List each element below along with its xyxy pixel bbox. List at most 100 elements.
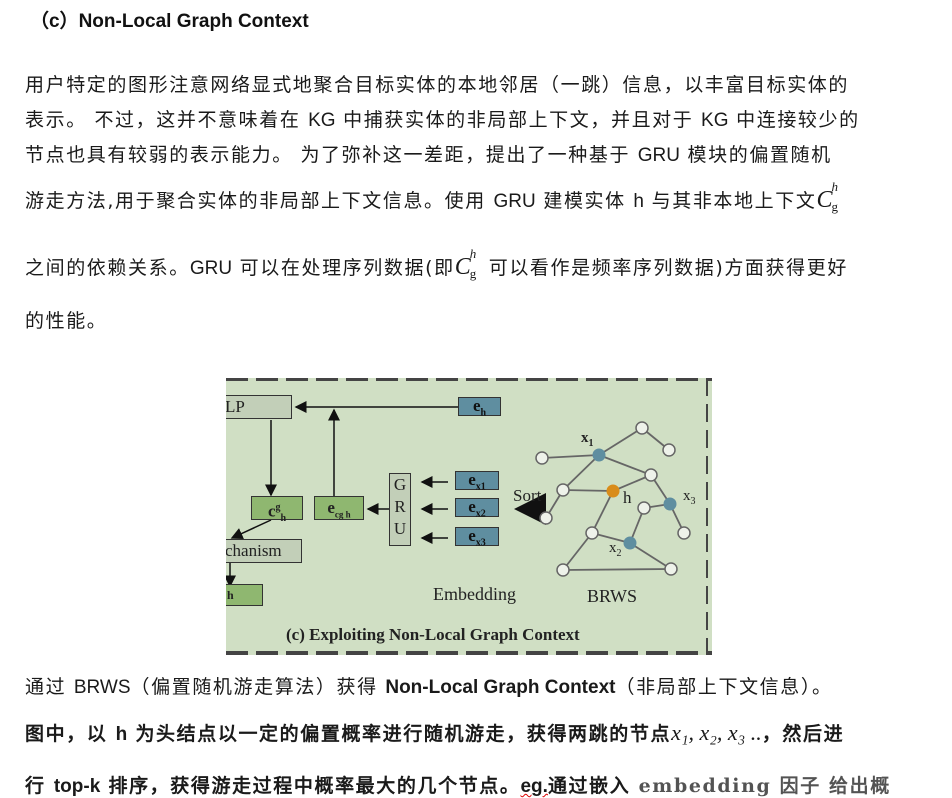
- e-label: e: [472, 396, 481, 415]
- paragraph-2-line-3: 行 top-k 排序，获得游走过程中概率最大的几个节点。eg.通过嵌入 embe…: [25, 771, 891, 798]
- x-sub: 2: [616, 548, 622, 559]
- gru-letter: R: [394, 497, 406, 516]
- text: 模块的偏置随机: [679, 144, 832, 166]
- text: 中连接较少的: [728, 109, 860, 131]
- sort-label: Sort: [513, 486, 542, 505]
- node-x3: [663, 497, 677, 511]
- text: 与其非本地上下文: [643, 190, 817, 212]
- text-kg: KG: [308, 110, 336, 131]
- attention-mechanism-box: chanism: [226, 539, 302, 563]
- e-label: e: [468, 497, 476, 516]
- x-sub: 1: [588, 438, 594, 449]
- figure-caption: (c) Exploiting Non-Local Graph Context: [286, 625, 580, 644]
- text-gru: GRU: [493, 191, 536, 212]
- paragraph-1-line-6: 的性能。: [25, 306, 107, 333]
- math-sub: g: [831, 199, 838, 214]
- gru-letter: G: [393, 475, 407, 494]
- node-label-h: h: [623, 488, 632, 507]
- figure-border-top: [226, 378, 712, 381]
- text-gru: GRU: [637, 145, 680, 166]
- node-label-x2: x2: [609, 540, 622, 559]
- paragraph-1-line-4: 游走方法,用于聚合实体的非局部上下文信息。使用 GRU 建模实体 h 与其非本地…: [25, 179, 838, 214]
- math-nodes: x₁, x₂, x₃ ..: [671, 720, 762, 745]
- x-label: x: [683, 488, 691, 504]
- output-label: h: [227, 588, 234, 602]
- text-brws: BRWS: [73, 677, 131, 698]
- figure-non-local-graph-context: LP cgh ecg h chanism h G R U eh ex1 ex2 …: [226, 378, 712, 655]
- text: 图中，以: [25, 723, 116, 745]
- text-bold: Non-Local Graph Context: [385, 677, 616, 698]
- text: 可以在处理序列数据(即: [232, 257, 455, 279]
- e-label: e: [327, 498, 335, 517]
- c-sup: g: [275, 502, 281, 513]
- node-x1: [592, 448, 606, 462]
- node-label-x1: x1: [581, 430, 594, 449]
- text: 用户特定的图形注意网络显式地聚合目标实体的本地邻居（一跳）信息，以丰富目标实体的: [25, 74, 850, 96]
- math-base: C: [816, 187, 833, 213]
- gru-letter: U: [393, 519, 407, 538]
- text: 通过嵌入: [547, 775, 639, 797]
- paragraph-1-line-1: 用户特定的图形注意网络显式地聚合目标实体的本地邻居（一跳）信息，以丰富目标实体的: [25, 70, 849, 97]
- paragraph-2-line-1: 通过 BRWS（偏置随机游走算法）获得 Non-Local Graph Cont…: [25, 672, 833, 699]
- node-x2: [623, 536, 637, 550]
- paragraph-1-line-3: 节点也具有较弱的表示能力。 为了弥补这一差距，提出了一种基于 GRU 模块的偏置…: [25, 140, 832, 167]
- x-label: x: [609, 540, 617, 556]
- e-h-box: eh: [458, 396, 501, 419]
- text: 为头结点以一定的偏置概率进行随机游走，获得两跳的节点: [127, 723, 672, 745]
- c-h-g-box: cgh: [251, 496, 303, 524]
- text: ，然后进: [761, 723, 845, 745]
- text: （非局部上下文信息）。: [615, 676, 833, 698]
- text-eg: eg.: [520, 776, 548, 797]
- e-x3-box: ex3: [455, 526, 499, 549]
- text: 排序，获得游走过程中概率最大的几个节点。: [100, 775, 521, 797]
- node-h: [606, 484, 620, 498]
- e-label: e: [468, 526, 476, 545]
- e-sub: x1: [475, 481, 486, 493]
- math-sup: h: [469, 246, 477, 261]
- embedding-label: Embedding: [433, 584, 516, 604]
- text: 中捕获实体的非局部上下文，并且对于: [335, 109, 702, 131]
- e-label: e: [468, 470, 476, 489]
- e-sub: cg h: [334, 509, 351, 520]
- e-x2-box: ex2: [455, 497, 499, 519]
- text: 可以看作是频率序列数据)方面获得更好: [488, 257, 848, 279]
- output-box: h: [226, 584, 263, 606]
- gru-box: G R U: [389, 473, 411, 546]
- section-heading: （c）Non-Local Graph Context: [30, 11, 309, 32]
- text: 表示。 不过，这并不意味着在: [25, 109, 309, 131]
- paragraph-1-line-2: 表示。 不过，这并不意味着在 KG 中捕获实体的非局部上下文，并且对于 KG 中…: [25, 105, 860, 132]
- text: 通过: [25, 676, 74, 698]
- c-label: c: [267, 501, 276, 521]
- e-cg-box: ecg h: [314, 496, 364, 520]
- mlp-label: LP: [226, 397, 245, 416]
- figure-border-bottom: [226, 651, 712, 655]
- e-x1-box: ex1: [455, 470, 499, 493]
- text: 节点也具有较弱的表示能力。 为了弥补这一差距，提出了一种基于: [25, 144, 638, 166]
- e-sub: h: [480, 407, 487, 419]
- math-base: C: [454, 254, 471, 280]
- text-clipped: embedding 因子 给出概: [638, 775, 891, 797]
- text-h: h: [633, 191, 644, 212]
- figure-border-right: [706, 378, 708, 655]
- text-gru: GRU: [189, 258, 233, 279]
- text: 的性能。: [25, 310, 108, 332]
- x-label: x: [581, 430, 589, 446]
- mlp-box: LP: [226, 395, 292, 419]
- math-sub: g: [469, 266, 477, 281]
- text-kg: KG: [701, 110, 729, 131]
- c-sub: h: [280, 513, 287, 525]
- text-topk: top-k: [53, 776, 101, 797]
- mechanism-label: chanism: [226, 541, 282, 560]
- text: 游走方法,用于聚合实体的非局部上下文信息。使用: [25, 190, 494, 212]
- text: 建模实体: [535, 190, 634, 212]
- node-label-x3: x3: [683, 488, 696, 507]
- text-h: h: [115, 724, 128, 745]
- figure-connectors: [226, 401, 691, 588]
- paragraph-2-line-2: 图中，以 h 为头结点以一定的偏置概率进行随机游走，获得两跳的节点x₁, x₂,…: [25, 719, 844, 746]
- e-sub: x3: [475, 537, 486, 549]
- text: 行: [25, 775, 54, 797]
- math-sup: h: [831, 179, 838, 194]
